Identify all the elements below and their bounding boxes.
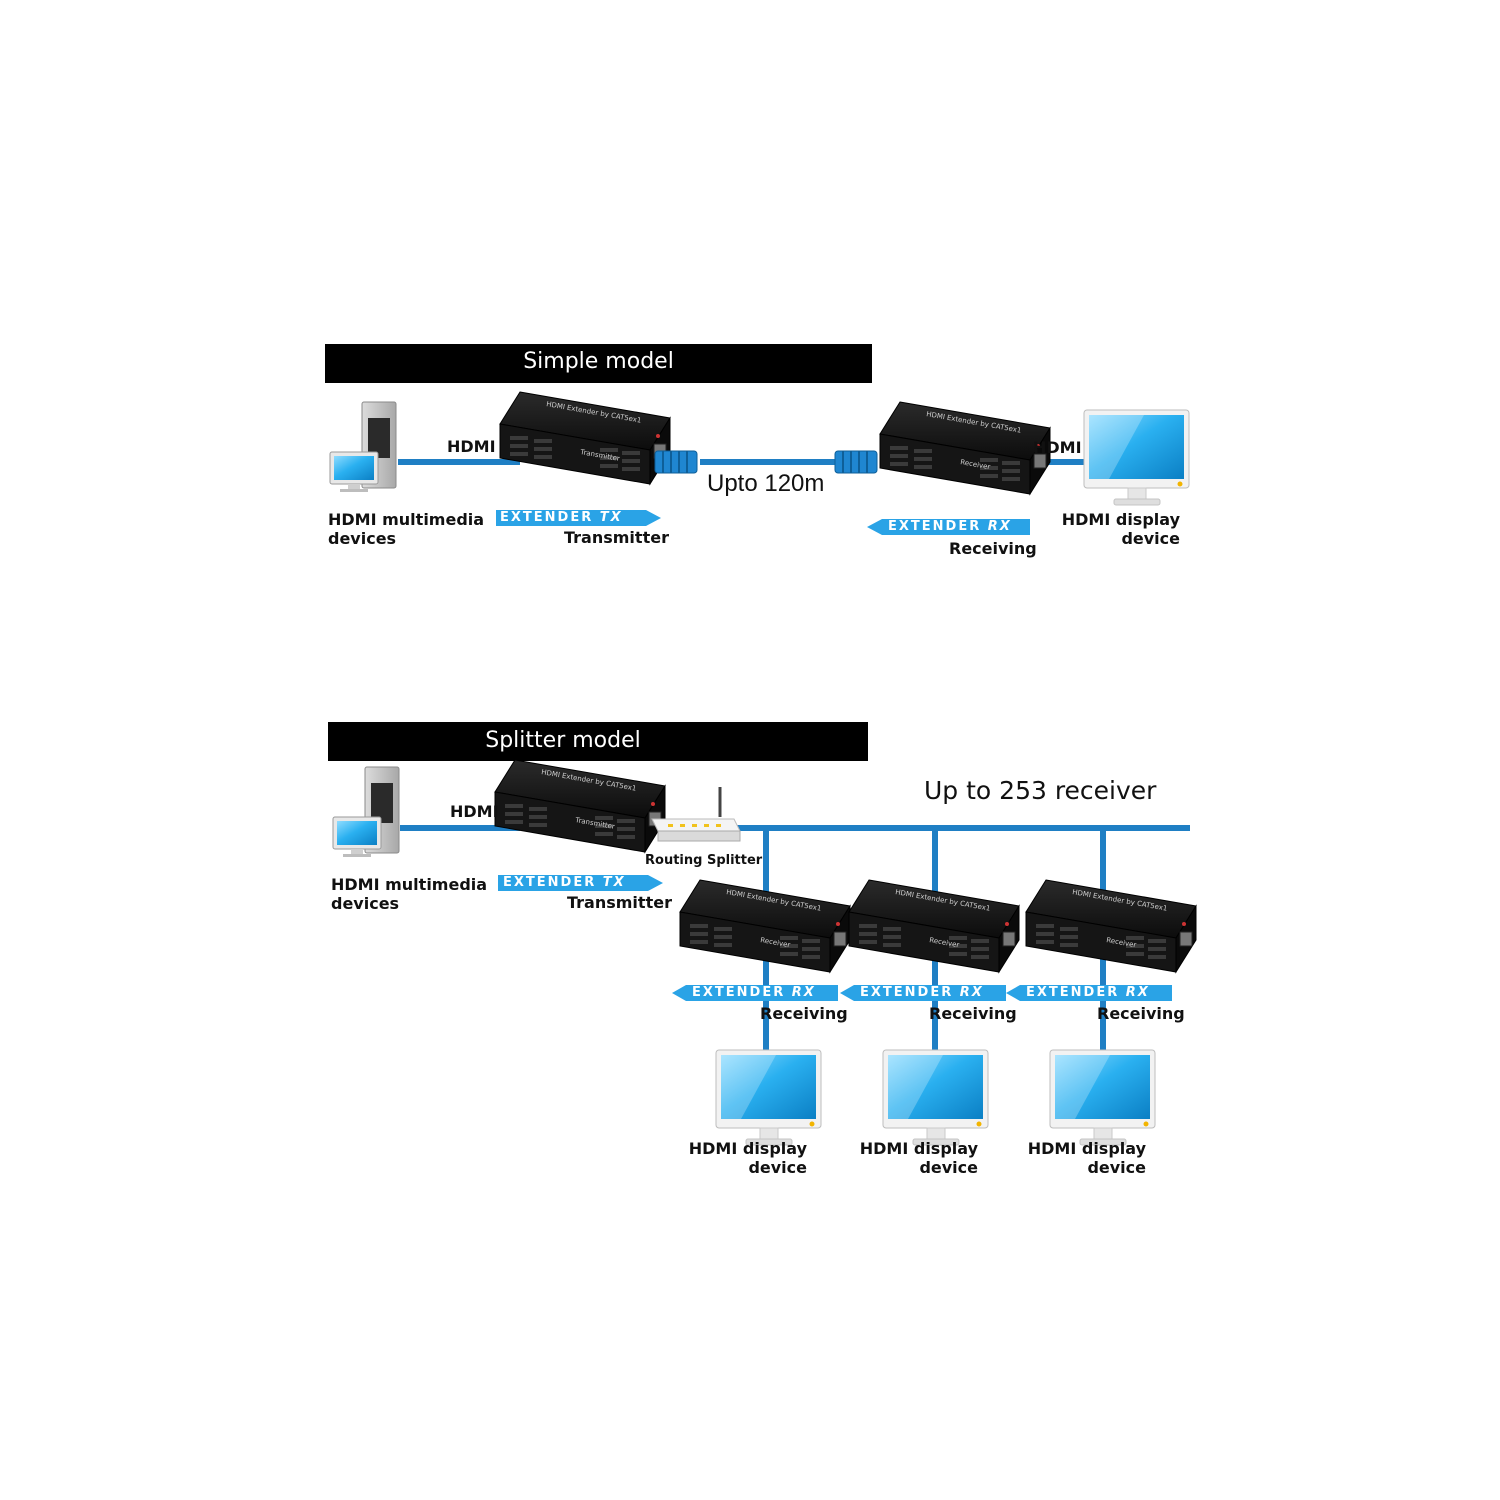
splitter-tx-arrow (498, 875, 663, 891)
rx-banner-text-1: EXTENDER (692, 985, 786, 1000)
display-label-1-3: HDMI display (1027, 1139, 1146, 1158)
simple-distance: Upto 120m (707, 470, 825, 497)
display-label-2-2: device (919, 1158, 978, 1177)
simple-rx-label: Receiving (949, 539, 1037, 558)
rx-banner-text-2: EXTENDER (860, 985, 954, 1000)
splitter-source-label-2: devices (331, 894, 400, 913)
simple-tx-arrow (496, 510, 661, 526)
simple-tx-banner: EXTENDER TX (500, 510, 623, 525)
simple-source-pc-icon (329, 401, 397, 493)
splitter-hdmi: HDMI (450, 802, 499, 821)
splitter-tx-banner-suffix: TX (602, 875, 626, 890)
simple-rx-arrow (867, 519, 1030, 535)
rx-banner-suffix-2: RX (959, 985, 984, 1000)
router-icon (651, 787, 741, 842)
splitter-source-pc-icon (332, 766, 400, 858)
splitter-source-label-1: HDMI multimedia (331, 875, 488, 894)
rx-label-3: Receiving (1097, 1004, 1185, 1023)
rx-banner-suffix-1: RX (791, 985, 816, 1000)
simple-tx-label: Transmitter (564, 528, 669, 547)
display-label-1-1: HDMI display (688, 1139, 807, 1158)
rx-banner-3: EXTENDER RX (1026, 985, 1150, 1000)
simple-rj45-left-icon (654, 450, 698, 474)
splitter-tx-banner-text: EXTENDER (503, 875, 597, 890)
simple-tx-extender-icon: HDMI Extender by CAT5ex1 Transmitter (499, 391, 671, 485)
rx-arrow-2 (840, 985, 1006, 1001)
splitter-title: Splitter model (485, 728, 641, 753)
display-label-2-1: device (748, 1158, 807, 1177)
splitter-title-bar (328, 722, 868, 761)
simple-title: Simple model (523, 349, 674, 374)
display-label-2-3: device (1087, 1158, 1146, 1177)
simple-display-label-1: HDMI display (1061, 510, 1180, 529)
simple-display-label-2: device (1121, 529, 1180, 548)
router-label: Routing Splitter (645, 853, 763, 868)
rx-banner-2: EXTENDER RX (860, 985, 984, 1000)
splitter-tx-label: Transmitter (567, 893, 672, 912)
simple-rx-banner-suffix: RX (987, 519, 1012, 534)
simple-tx-banner-suffix: TX (599, 510, 623, 525)
rx-banner-1: EXTENDER RX (692, 985, 816, 1000)
simple-rx-banner: EXTENDER RX (888, 519, 1012, 534)
simple-rx-extender-icon: HDMI Extender by CAT5ex1 Receiver (879, 401, 1051, 495)
rx-label-2: Receiving (929, 1004, 1017, 1023)
rx-banner-suffix-3: RX (1125, 985, 1150, 1000)
display-monitor-icon-1 (715, 1049, 822, 1146)
display-monitor-icon-3 (1049, 1049, 1156, 1146)
simple-title-bar (325, 344, 872, 383)
splitter-receivers-caption: Up to 253 receiver (924, 776, 1157, 805)
rx-arrow-1 (672, 985, 838, 1001)
splitter-tx-banner: EXTENDER TX (503, 875, 626, 890)
display-monitor-icon-2 (882, 1049, 989, 1146)
simple-rj45-right-icon (834, 450, 878, 474)
rx-banner-text-3: EXTENDER (1026, 985, 1120, 1000)
rx-label-1: Receiving (760, 1004, 848, 1023)
rx-arrow-3 (1006, 985, 1172, 1001)
simple-tx-banner-text: EXTENDER (500, 510, 594, 525)
simple-source-label-2: devices (328, 529, 397, 548)
simple-source-label-1: HDMI multimedia (328, 510, 485, 529)
display-label-1-2: HDMI display (859, 1139, 978, 1158)
simple-display-monitor-icon (1083, 409, 1190, 506)
splitter-tx-extender-icon: HDMI Extender by CAT5ex1 Transmitter (494, 759, 666, 853)
simple-hdmi-right: HDMI (1033, 438, 1082, 457)
simple-hdmi-left: HDMI (447, 437, 496, 456)
simple-rx-banner-text: EXTENDER (888, 519, 982, 534)
